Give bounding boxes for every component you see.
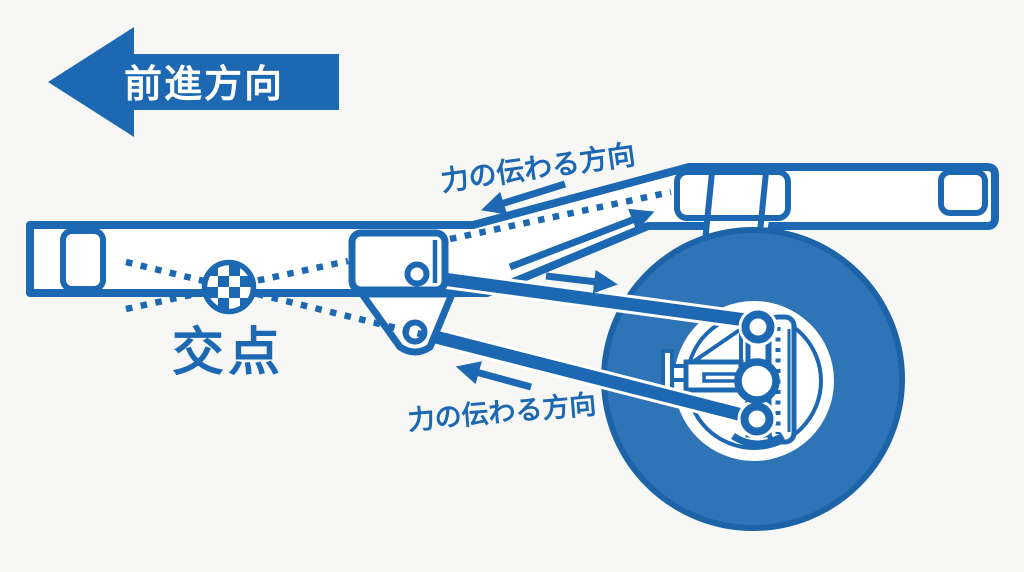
lower-wheel-pivot-hole bbox=[748, 410, 766, 428]
intersection-point-label: 交点 bbox=[172, 323, 284, 383]
intersection-ball bbox=[206, 264, 252, 310]
axle-center bbox=[734, 358, 780, 404]
force-arrow-lower-arm bbox=[455, 361, 532, 391]
front-rail-mount bbox=[60, 228, 106, 292]
force-arrow-upper-arm bbox=[545, 269, 618, 294]
upper-trailing-arm bbox=[421, 270, 760, 328]
forward-direction-arrow bbox=[48, 27, 339, 137]
lower-trailing-arm bbox=[405, 324, 761, 425]
force-arrow-frame-forward bbox=[481, 180, 567, 215]
forward-direction-label: 前進方向 bbox=[124, 62, 284, 106]
force-arrow-frame-rearward bbox=[508, 208, 655, 271]
upper-wheel-pivot-hole bbox=[749, 318, 767, 336]
intersection-ball-ring bbox=[201, 259, 257, 315]
rear-rail-mount bbox=[674, 169, 791, 221]
caliper-hook bbox=[731, 432, 785, 448]
upper-arm-pivot bbox=[404, 261, 430, 287]
force-arrows bbox=[455, 180, 655, 391]
frame-bracket bbox=[348, 229, 449, 294]
rear-rail-end-mount bbox=[938, 169, 988, 216]
